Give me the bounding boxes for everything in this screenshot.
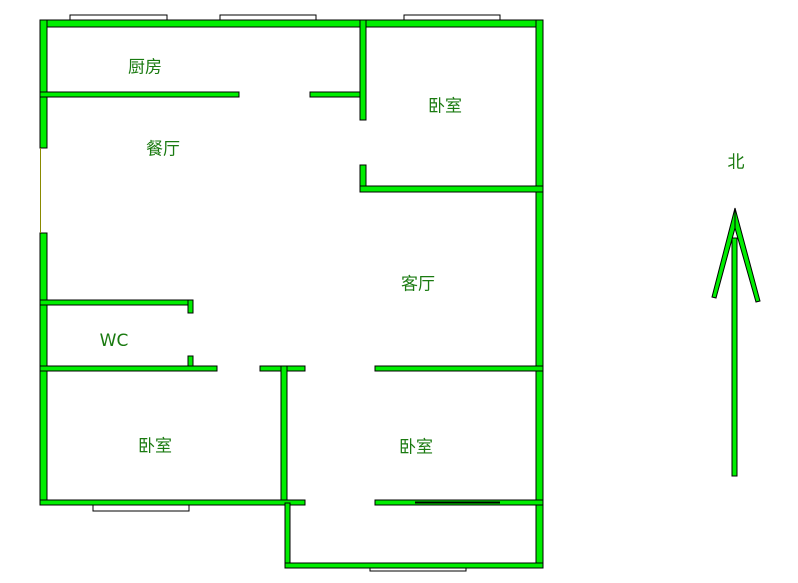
label-north: 北 — [727, 152, 745, 173]
walls — [39, 19, 544, 569]
label-bedroom-s: 卧室 — [399, 437, 433, 458]
label-bedroom-ne: 卧室 — [428, 96, 462, 117]
north-arrow-icon — [711, 207, 761, 477]
label-kitchen: 厨房 — [128, 57, 162, 78]
label-bedroom-sw: 卧室 — [138, 436, 172, 457]
label-living: 客厅 — [401, 274, 435, 295]
label-dining: 餐厅 — [146, 139, 180, 160]
label-wc: WC — [99, 331, 129, 351]
